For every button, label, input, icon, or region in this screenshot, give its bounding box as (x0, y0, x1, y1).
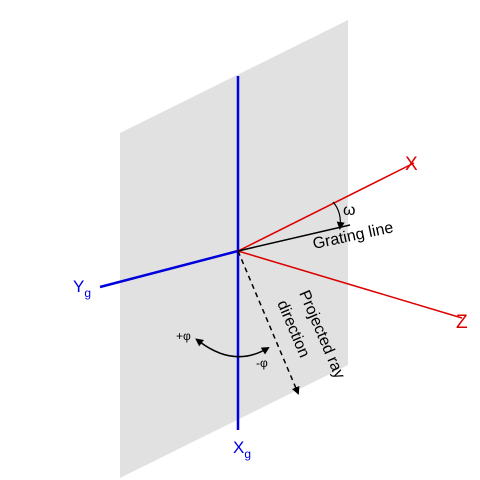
z-axis-line (237, 250, 463, 319)
omega-label: ω (343, 202, 356, 219)
grating-line (237, 224, 351, 252)
minus-phi-label: -φ (256, 356, 268, 370)
x-axis-label: X (405, 154, 418, 175)
omega-arc (332, 201, 345, 230)
phi-arc (195, 338, 270, 358)
grating-plane (120, 20, 348, 478)
yg-axis-label: Yg (73, 277, 91, 300)
yg-axis-line (99, 249, 239, 289)
plus-phi-label: +φ (176, 329, 191, 343)
z-axis-label: Z (456, 312, 468, 333)
x-axis-line (237, 162, 415, 252)
xg-axis-label: Xg (233, 438, 251, 461)
projected-ray-line (237, 250, 300, 395)
